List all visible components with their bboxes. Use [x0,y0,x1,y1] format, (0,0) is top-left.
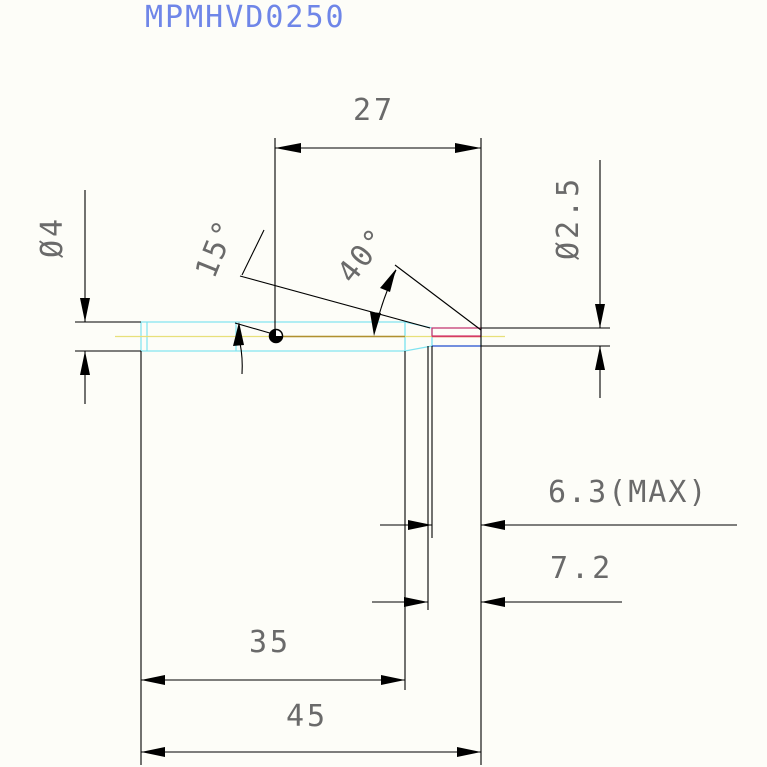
dim-shank-diameter: Ø4 [35,216,70,258]
dim-tip-diameter: Ø2.5 [551,176,586,260]
dim-length-7-2: 7.2 [550,551,613,586]
dim-length-27: 27 [353,93,395,128]
datum-marker-icon [268,328,284,344]
dim-angle-15: 15° [189,214,244,283]
dim-length-35: 35 [249,625,291,660]
part-number-title: MPMHVD0250 [145,0,346,35]
dim-angle-40: 40° [331,221,396,290]
arrowheads [80,143,605,757]
dim-length-6-3-max: 6.3(MAX) [548,475,709,510]
dim-length-45: 45 [286,699,328,734]
dimension-lines [75,138,737,765]
cutting-tip-box [431,327,482,337]
